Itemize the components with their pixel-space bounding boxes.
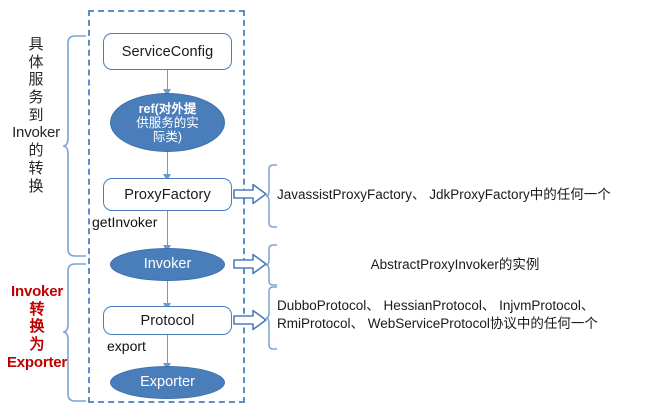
phase-label-char: 为 xyxy=(29,335,45,354)
annotation-line: JavassistProxyFactory、 JdkProxyFactory中的… xyxy=(277,187,611,202)
lower-phase-label: Invoker 转 换 为 Exporter xyxy=(6,283,68,371)
node-label: Invoker xyxy=(143,255,192,272)
phase-label-char: 服 xyxy=(28,70,44,89)
block-arrow-right-icon xyxy=(233,309,267,331)
upper-group-brace xyxy=(62,34,88,258)
edge-label-export: export xyxy=(107,338,146,354)
phase-label-char: 体 xyxy=(28,52,44,71)
block-arrow-right-icon xyxy=(233,183,267,205)
node-label: Exporter xyxy=(140,373,195,390)
lower-group-brace xyxy=(62,262,88,403)
phase-label-char: 的 xyxy=(28,141,44,160)
phase-label-char: 转 xyxy=(29,299,45,318)
connector-invoker-to-protocol xyxy=(167,281,168,305)
connector-ref-to-proxy-factory xyxy=(167,152,168,176)
phase-label-char: 具 xyxy=(28,35,44,53)
node-invoker-ellipse[interactable]: Invoker xyxy=(110,248,225,281)
node-label: ServiceConfig xyxy=(121,43,214,60)
block-arrow-right-icon xyxy=(233,253,267,275)
arrowhead-icon xyxy=(162,174,171,181)
phase-label-char: 转 xyxy=(28,158,44,177)
connector-protocol-to-exporter xyxy=(167,335,168,365)
node-label: Protocol xyxy=(140,312,195,329)
protocol-annotation-brace xyxy=(265,285,279,351)
flow-container-dashed-box xyxy=(88,10,245,403)
node-proxy-factory[interactable]: ProxyFactory xyxy=(103,178,232,211)
annotation-line: RmiProtocol、 WebServiceProtocol协议中的任何一个 xyxy=(277,315,598,331)
node-label-line: ref(对外提 xyxy=(138,101,197,116)
node-ref-ellipse[interactable]: ref(对外提 供服务的实 际类) xyxy=(110,93,225,152)
proxy-factory-annotation-brace xyxy=(265,163,279,229)
phase-label-char: 换 xyxy=(28,176,44,195)
protocol-annotation-text: DubboProtocol、 HessianProtocol、 InjvmPro… xyxy=(277,297,598,333)
node-label-line: 供服务的实 xyxy=(136,115,199,130)
phase-label-char: 到 xyxy=(28,105,44,124)
annotation-line: DubboProtocol、 HessianProtocol、 InjvmPro… xyxy=(277,298,595,313)
annotation-line: AbstractProxyInvoker的实例 xyxy=(370,257,540,272)
phase-label-char: Exporter xyxy=(6,353,68,371)
upper-phase-label: 具 体 服 务 到 Invoker 的 转 换 xyxy=(8,35,64,195)
node-label: ProxyFactory xyxy=(124,186,211,203)
proxy-factory-annotation-text: JavassistProxyFactory、 JdkProxyFactory中的… xyxy=(277,186,611,204)
invoker-annotation-brace xyxy=(265,243,279,287)
invoker-annotation-text: AbstractProxyInvoker的实例 xyxy=(285,256,625,274)
connector-service-config-to-ref xyxy=(167,70,168,91)
connector-proxy-factory-to-invoker xyxy=(167,211,168,247)
node-exporter-ellipse[interactable]: Exporter xyxy=(110,366,225,399)
node-label-line: 际类) xyxy=(152,129,183,144)
phase-label-char: 换 xyxy=(29,317,45,336)
phase-label-char: Invoker xyxy=(11,283,63,300)
phase-label-char: Invoker xyxy=(12,124,60,142)
edge-label-get-invoker: getInvoker xyxy=(92,214,158,230)
phase-label-char: 务 xyxy=(28,88,44,107)
arrowhead-icon xyxy=(162,89,171,96)
node-service-config[interactable]: ServiceConfig xyxy=(103,33,232,70)
node-protocol[interactable]: Protocol xyxy=(103,306,232,335)
